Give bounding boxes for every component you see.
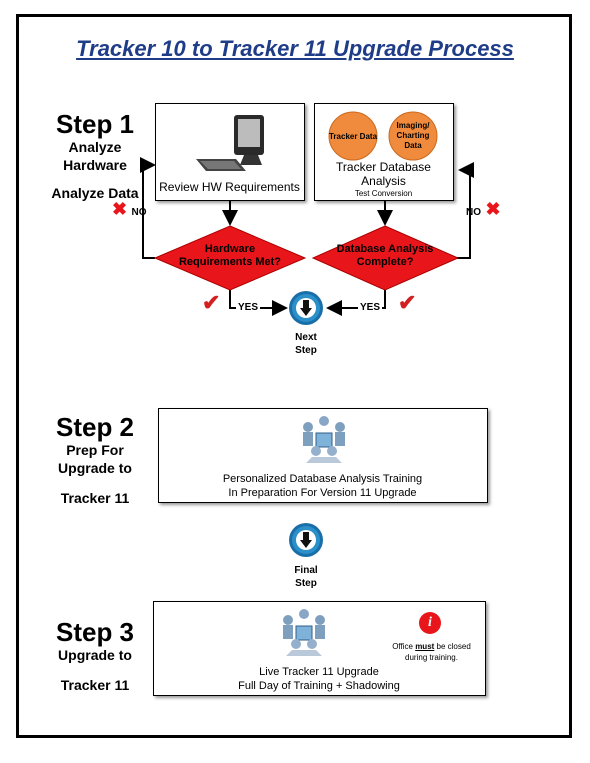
step2-title: Step 2: [55, 412, 135, 442]
step3-line1: Live Tracker 11 Upgrade: [259, 666, 379, 678]
office-note-post: be closed: [434, 642, 471, 651]
step1-sub-hardware: Hardware: [63, 157, 127, 173]
step2-sub-upgrade: Upgrade to: [58, 460, 132, 476]
step2-label: Step 2 Prep For Upgrade to Tracker 11: [40, 413, 150, 507]
x-mark-icon: ✖: [485, 199, 501, 219]
training-group-icon: [303, 416, 345, 463]
tracker-data-circle-label: Tracker Data: [329, 132, 378, 141]
db-analysis-label-1: Tracker Database: [336, 160, 431, 174]
no-left: ✖ NO: [112, 199, 147, 220]
office-note-line1: Office must be closed: [379, 642, 484, 651]
step1-label: Step 1 Analyze Hardware Analyze Data: [40, 110, 150, 202]
step1-sub-analyze-data: Analyze Data: [51, 185, 139, 201]
imaging-circle-line3: Data: [404, 141, 422, 150]
step1-sub-analyze: Analyze: [68, 139, 122, 155]
review-hw-box: Review HW Requirements: [155, 103, 305, 201]
db-analysis-sublabel: Test Conversion: [354, 189, 413, 198]
step2-training-box: Personalized Database Analysis Training …: [158, 408, 488, 503]
page-title: Tracker 10 to Tracker 11 Upgrade Process: [76, 36, 514, 61]
check-left-icon: ✔: [202, 290, 221, 315]
db-decision-diamond: [311, 225, 460, 291]
step2-line1: Personalized Database Analysis Training: [222, 473, 423, 485]
step3-line2: Full Day of Training + Shadowing: [238, 680, 400, 692]
step2-line2: In Preparation For Version 11 Upgrade: [228, 487, 417, 499]
step3-title: Step 3: [55, 617, 135, 647]
review-hw-label: Review HW Requirements: [159, 180, 300, 194]
db-analysis-label-2: Analysis: [361, 174, 406, 188]
db-decision-line1: Database Analysis: [336, 243, 434, 255]
step3-label: Step 3 Upgrade to Tracker 11: [40, 618, 150, 694]
yes-left-label: YES: [236, 302, 261, 313]
hw-decision-line2: Requirements Met?: [178, 256, 282, 268]
x-mark-icon: ✖: [112, 199, 128, 219]
no-right-label: NO: [466, 207, 481, 218]
final-step-line1: Final: [294, 565, 318, 576]
db-analysis-box: Tracker Data Imaging/ Charting Data Trac…: [314, 103, 454, 201]
yes-right-label: YES: [358, 302, 383, 313]
db-circles: Tracker Data Imaging/ Charting Data: [328, 111, 438, 161]
final-step-line2: Step: [295, 578, 317, 589]
computer-icon: [196, 115, 264, 171]
step1-title: Step 1: [55, 109, 135, 139]
tracker-data-circle: [328, 111, 378, 161]
training-group-icon: [283, 609, 325, 656]
office-note-must: must: [415, 642, 435, 651]
check-right-icon: ✔: [398, 290, 417, 315]
hw-decision-line1: Hardware: [204, 243, 256, 255]
imaging-data-circle: [388, 111, 438, 161]
db-decision-line2: Complete?: [356, 256, 414, 268]
step3-sub-tracker: Tracker 11: [60, 677, 130, 693]
office-note-pre: Office: [392, 642, 416, 651]
step2-sub-prep: Prep For: [66, 442, 124, 458]
page-frame: [16, 14, 572, 738]
info-alert-icon: i: [419, 612, 441, 634]
no-right: NO ✖: [466, 199, 501, 220]
no-left-label: NO: [131, 207, 147, 218]
step2-sub-tracker: Tracker 11: [60, 490, 130, 506]
imaging-circle-line1: Imaging/: [397, 121, 431, 130]
next-step-button-icon: [289, 291, 323, 325]
step3-sub-upgrade: Upgrade to: [58, 647, 132, 663]
imaging-circle-line2: Charting: [397, 131, 430, 140]
hw-decision-diamond: [153, 225, 307, 291]
office-note-line2: during training.: [405, 653, 458, 662]
step3-upgrade-box: i Office must be closed during training.…: [153, 601, 486, 696]
next-step-line1: Next: [295, 332, 317, 343]
next-step-line2: Step: [295, 345, 317, 356]
